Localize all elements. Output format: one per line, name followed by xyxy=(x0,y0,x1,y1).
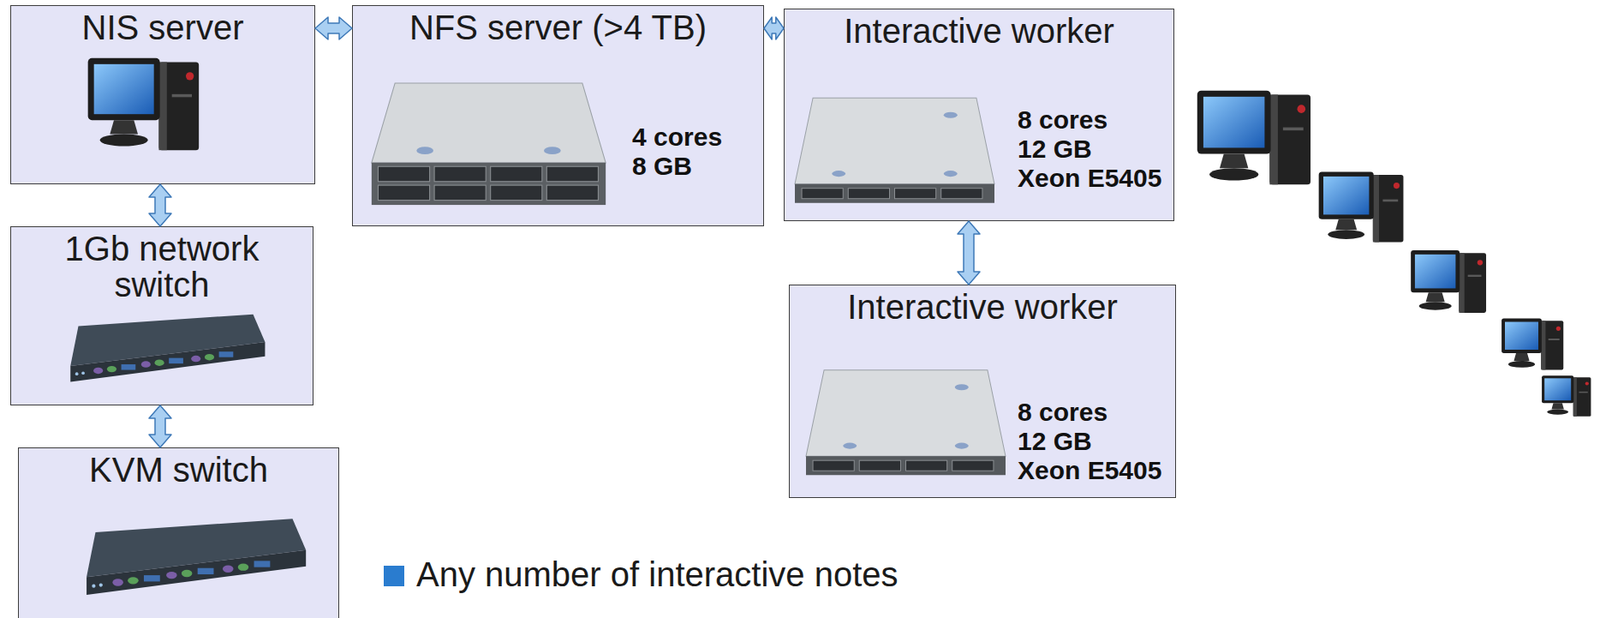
server-image xyxy=(371,83,606,205)
computer-icon xyxy=(1319,172,1404,243)
spec-line: 8 cores xyxy=(1017,105,1108,135)
bullet-note: Any number of interactive notes xyxy=(416,555,899,594)
computer-icon xyxy=(1197,90,1311,186)
switch-image xyxy=(70,314,265,383)
node-title: Interactive worker xyxy=(784,9,1174,49)
spec-line: Xeon E5405 xyxy=(1017,455,1162,485)
node-title: NFS server (>4 TB) xyxy=(352,5,764,46)
node-title: 1Gb network switch xyxy=(41,226,282,303)
computer-icon xyxy=(1501,318,1564,371)
node-title: KVM switch xyxy=(18,447,339,488)
block-arrow xyxy=(764,17,784,40)
node-title: NIS server xyxy=(11,5,315,46)
computer-icon xyxy=(88,58,200,150)
block-arrow xyxy=(957,220,980,285)
computer-icon xyxy=(1541,375,1591,417)
spec-line: 12 GB xyxy=(1017,426,1093,456)
block-arrow xyxy=(149,184,172,227)
bullet-square xyxy=(383,565,405,586)
switch-image xyxy=(86,518,306,595)
computer-icon xyxy=(1410,250,1487,313)
server-image xyxy=(805,370,1006,476)
switch-box: 1Gb network switch xyxy=(10,226,314,406)
node-title: Interactive worker xyxy=(789,285,1176,325)
block-arrow xyxy=(315,17,353,40)
spec-line: 8 GB xyxy=(632,151,693,181)
spec-line: 12 GB xyxy=(1017,134,1093,164)
block-arrow xyxy=(149,405,172,448)
spec-line: 4 cores xyxy=(632,122,723,152)
spec-line: Xeon E5405 xyxy=(1017,163,1162,193)
spec-line: 8 cores xyxy=(1017,397,1108,427)
label-anchor: Any number of interactive notes xyxy=(416,555,899,594)
server-image xyxy=(794,97,995,203)
